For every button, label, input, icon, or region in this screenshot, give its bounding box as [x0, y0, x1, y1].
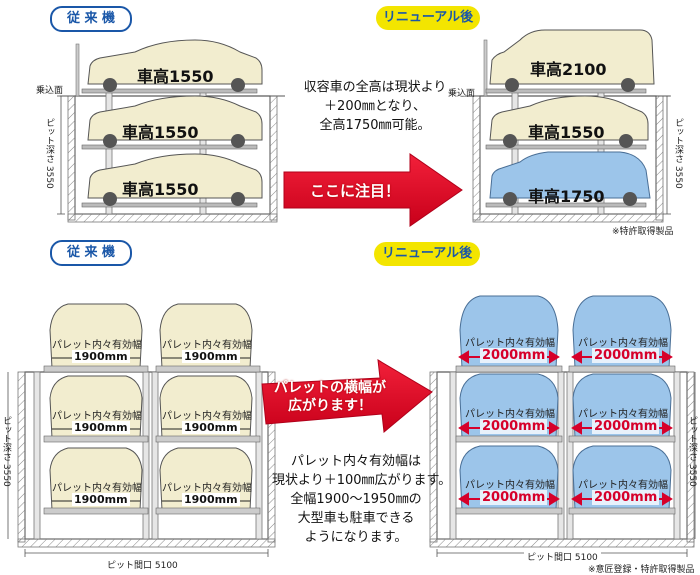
note-line: パレット内々有効幅は — [290, 454, 421, 469]
old-car-height-2: 車高1550 — [122, 123, 199, 142]
arrow-text-bottom: パレットの横幅が 広がります！ — [270, 379, 390, 415]
pallet-label: パレット内々有効幅 — [465, 409, 555, 420]
red-arrow-top — [283, 153, 463, 227]
pit-width-new: ピット間口 5100 — [524, 550, 601, 563]
new-structure-bottom — [429, 371, 696, 557]
note-line: ＋200㎜となり、 — [324, 99, 426, 114]
pallet-label: パレット内々有効幅 — [578, 409, 668, 420]
new-structure-top — [465, 39, 671, 223]
old-structure-bottom — [7, 371, 276, 557]
pallet-label: パレット内々有効幅 — [52, 340, 142, 351]
ground-label-old: 乗込面 — [36, 86, 64, 96]
hatchback-icon — [489, 151, 651, 199]
old-car-height-1: 車高1550 — [137, 67, 214, 86]
pit-width-old: ピット間口 5100 — [104, 558, 181, 571]
old-width-value: 1900mm — [72, 350, 130, 363]
pit-depth-old-top: ピット深さ 3550 — [44, 118, 54, 189]
footnote-top: ※特許取得製品 — [612, 227, 674, 237]
arrow-line: パレットの横幅が — [274, 380, 386, 396]
note-line: 全幅1900～1950㎜の — [290, 492, 422, 507]
badge-old-bottom: 従 来 機 — [50, 240, 132, 266]
pallet-label: パレット内々有効幅 — [162, 483, 252, 494]
sedan-icon — [87, 39, 263, 85]
arrow-line: 広がります！ — [288, 398, 372, 414]
new-car-height-3: 車高1750 — [528, 187, 605, 206]
red-arrow-bottom — [261, 359, 433, 433]
pallet-label: パレット内々有効幅 — [162, 411, 252, 422]
old-car-height-3: 車高1550 — [122, 180, 199, 199]
pallet-label: パレット内々有効幅 — [578, 338, 668, 349]
height-note: 収容車の全高は現状より ＋200㎜となり、 全高1750㎜可能。 — [290, 78, 460, 135]
pit-depth-old-bottom: ピット深さ 3550 — [1, 416, 11, 487]
pit-depth-new-top: ピット深さ 3550 — [673, 118, 683, 189]
badge-new-bottom: リニューアル後 — [374, 242, 480, 266]
note-line: 現状より＋100㎜広がります。 — [272, 473, 452, 488]
old-structure-top — [57, 43, 285, 223]
arrow-text-top: ここに注目！ — [309, 182, 400, 200]
pit-depth-new-bottom: ピット深さ 3550 — [687, 416, 697, 487]
old-width-value: 1900mm — [72, 493, 130, 506]
sedan-icon — [87, 95, 263, 141]
van-icon — [489, 29, 655, 85]
note-line: 収容車の全高は現状より — [303, 80, 447, 95]
new-width-value: 2000mm — [592, 348, 660, 363]
pallet-label: パレット内々有効幅 — [52, 483, 142, 494]
pallet-label: パレット内々有効幅 — [465, 338, 555, 349]
badge-old-top: 従 来 機 — [50, 6, 132, 32]
old-width-value: 1900mm — [182, 493, 240, 506]
pallet-label: パレット内々有効幅 — [52, 411, 142, 422]
old-cars-top — [87, 39, 263, 206]
note-line: ようになります。 — [304, 530, 408, 545]
ground-label-new: 乗込面 — [448, 89, 476, 99]
new-car-height-1: 車高2100 — [530, 60, 607, 79]
badge-new-top: リニューアル後 — [376, 6, 480, 30]
old-width-value: 1900mm — [182, 421, 240, 434]
note-line: 大型車も駐車できる — [297, 511, 415, 526]
new-width-value: 2000mm — [480, 419, 548, 434]
note-line: 全高1750㎜可能。 — [319, 118, 431, 133]
pallet-label: パレット内々有効幅 — [465, 480, 555, 491]
sedan-icon — [489, 95, 649, 141]
sedan-icon — [87, 153, 263, 199]
new-width-value: 2000mm — [480, 348, 548, 363]
new-car-height-2: 車高1550 — [528, 123, 605, 142]
footnote-bottom: ※意匠登録・特許取得製品 — [588, 565, 695, 575]
old-width-value: 1900mm — [182, 350, 240, 363]
new-width-value: 2000mm — [592, 490, 660, 505]
old-width-value: 1900mm — [72, 421, 130, 434]
new-width-value: 2000mm — [480, 490, 548, 505]
width-note: パレット内々有効幅は 現状より＋100㎜広がります。 全幅1900～1950㎜の… — [272, 452, 452, 547]
new-cars-top — [489, 29, 655, 206]
pallet-label: パレット内々有効幅 — [578, 480, 668, 491]
pallet-label: パレット内々有効幅 — [162, 340, 252, 351]
new-width-value: 2000mm — [592, 419, 660, 434]
